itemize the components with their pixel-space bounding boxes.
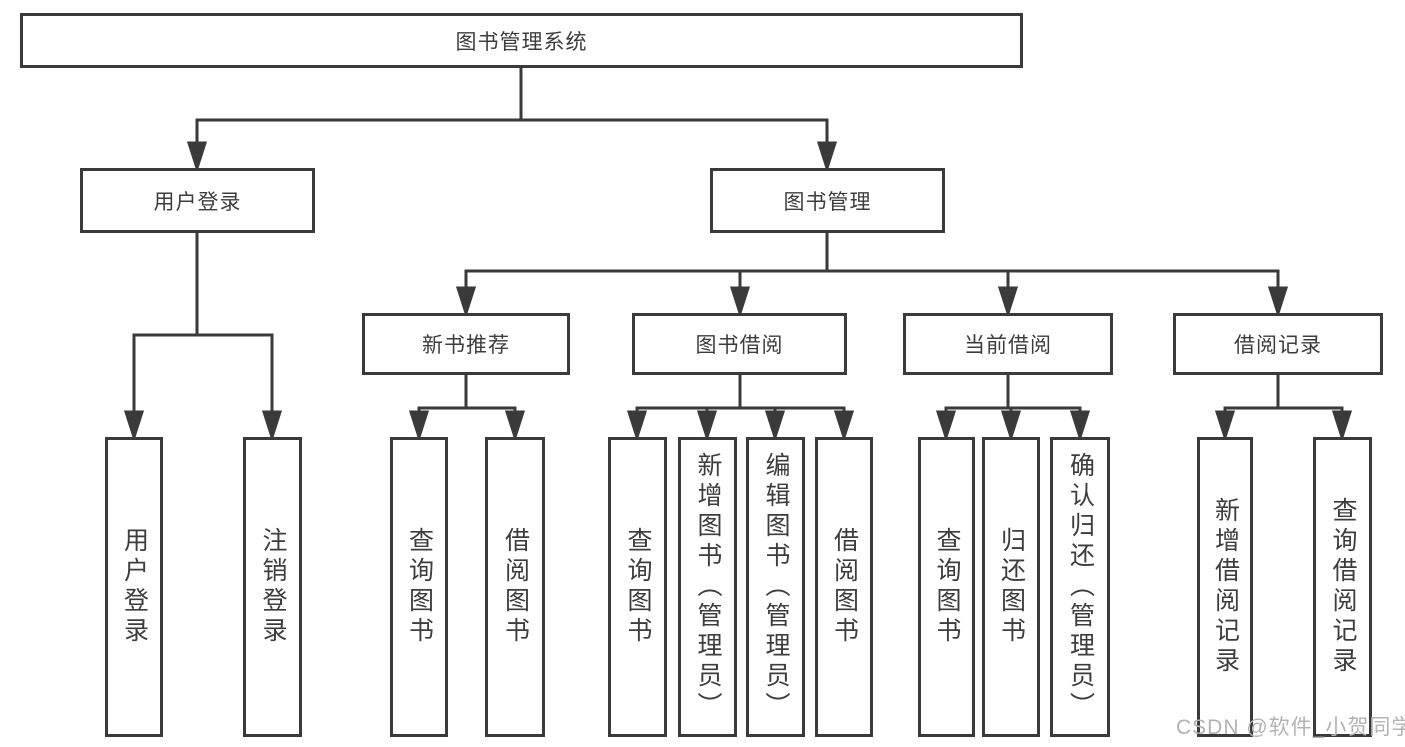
leaf-query-books-3: 查询图书 [918, 437, 975, 737]
node-new-book-recommend: 新书推荐 [362, 313, 570, 375]
leaf-query-books-2: 查询图书 [608, 437, 667, 737]
csdn-watermark: CSDN @软件_小贺同学 [1176, 716, 1405, 739]
node-borrowing-records: 借阅记录 [1173, 313, 1383, 375]
leaf-borrow-books-1: 借阅图书 [485, 437, 545, 737]
node-book-management: 图书管理 [710, 168, 945, 233]
leaf-borrow-books-2: 借阅图书 [815, 437, 873, 737]
leaf-return-books: 归还图书 [982, 437, 1040, 737]
leaf-add-books-admin: 新增图书（管理员） [678, 437, 737, 737]
leaf-confirm-return-admin: 确认归还（管理员） [1050, 437, 1110, 737]
leaf-edit-books-admin: 编辑图书（管理员） [746, 437, 805, 737]
leaf-logout: 注销登录 [243, 437, 302, 737]
leaf-query-borrow-record: 查询借阅记录 [1313, 437, 1372, 737]
leaf-add-borrow-record: 新增借阅记录 [1197, 437, 1253, 737]
node-current-borrowing: 当前借阅 [903, 313, 1113, 375]
node-user-login: 用户登录 [80, 168, 315, 233]
node-library-management-system: 图书管理系统 [20, 13, 1023, 68]
node-book-borrowing: 图书借阅 [632, 313, 847, 375]
leaf-query-books-1: 查询图书 [390, 437, 448, 737]
leaf-user-login: 用户登录 [105, 437, 163, 737]
